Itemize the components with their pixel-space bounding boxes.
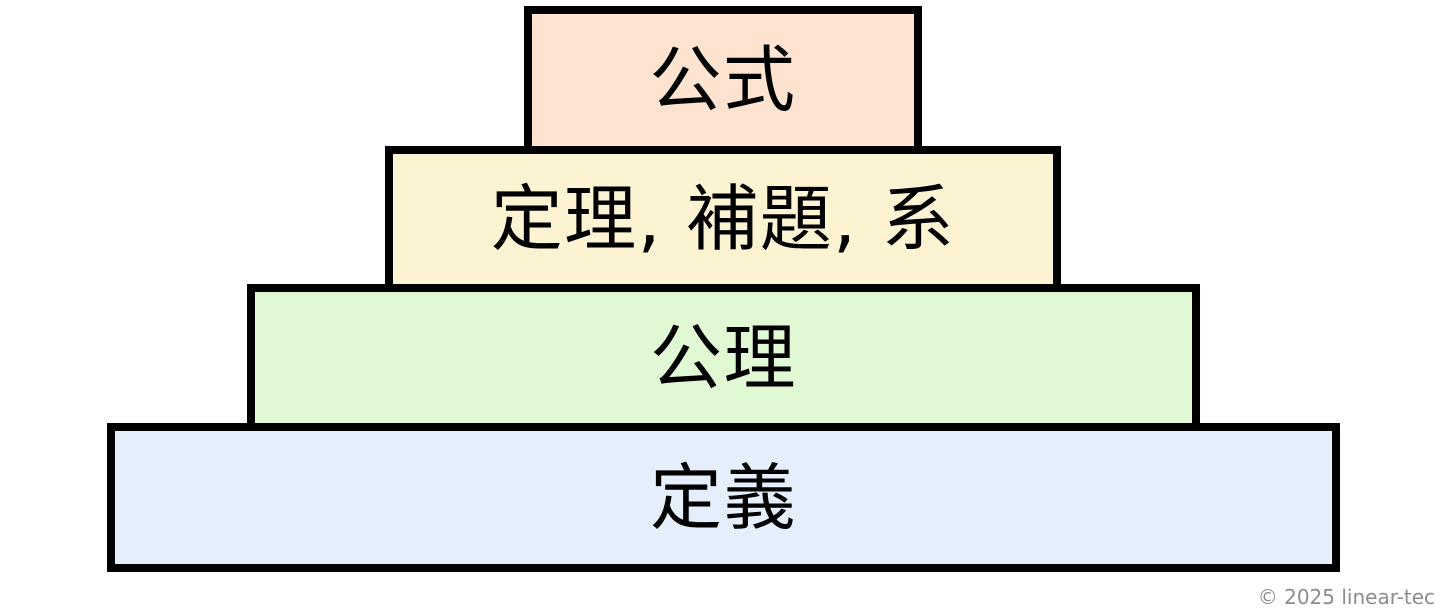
pyramid-tier-definition-label: 定義 [650,455,797,540]
pyramid-tier-definition: 定義 [107,423,1340,572]
pyramid-tier-axiom: 公理 [247,284,1200,431]
pyramid-tier-theorem-label: 定理, 補題, 系 [490,177,956,261]
pyramid-tier-theorem: 定理, 補題, 系 [385,146,1061,292]
pyramid-tier-formula-label: 公式 [649,38,797,122]
pyramid-tier-axiom-label: 公理 [650,315,797,400]
copyright-notice: © 2025 linear-tec [1257,585,1435,609]
pyramid-tier-formula: 公式 [524,6,922,154]
